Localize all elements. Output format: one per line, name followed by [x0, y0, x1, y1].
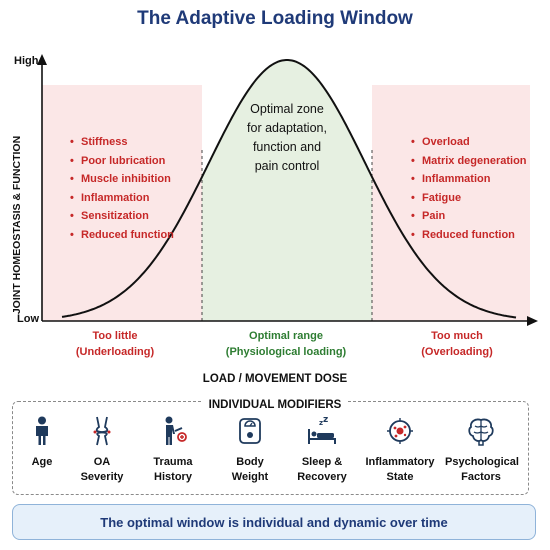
zone-name: Too much [431, 330, 483, 342]
label-line-2: Factors [461, 470, 501, 483]
label-line-1: Body [236, 456, 264, 468]
factor-item: Reduced function [411, 226, 527, 245]
factor-item: Fatigue [411, 189, 527, 208]
label-line-1: Trauma [153, 456, 193, 468]
zone-label-overloading: Too much (Overloading) [392, 328, 522, 360]
brain-icon [468, 418, 494, 446]
modifier-label: Sleep & Recovery [286, 455, 358, 484]
modifier-label: Psychological Factors [445, 455, 519, 484]
diagram-title: The Adaptive Loading Window [137, 8, 413, 29]
factor-item: Reduced function [70, 226, 174, 245]
label-line-2: Severity [80, 470, 124, 483]
factor-item: Inflammation [411, 170, 527, 189]
modifier-body-weight: Body Weight [214, 415, 286, 484]
zone-name: Too little [92, 330, 138, 342]
label-line-2: Weight [231, 470, 269, 483]
y-axis-arrow [37, 54, 47, 65]
factor-item: Stiffness [70, 133, 174, 152]
label-line-2: History [154, 470, 192, 483]
y-axis-title: JOINT HOMEOSTASIS & FUNCTION [5, 130, 29, 320]
label-line-1: Psychological [445, 456, 519, 468]
svg-text:z: z [323, 415, 328, 425]
label-line-1: Inflammatory [365, 456, 435, 468]
factor-item: Muscle inhibition [70, 170, 174, 189]
modifier-label: Trauma History [137, 455, 209, 484]
y-axis-low-label: Low [17, 313, 39, 325]
modifiers-title-text: INDIVIDUAL MODIFIERS [202, 399, 348, 411]
weight-scale-icon [239, 418, 261, 444]
optimal-zone-fill [202, 60, 372, 321]
modifier-age: Age [6, 415, 78, 470]
y-axis-title-text: JOINT HOMEOSTASIS & FUNCTION [11, 135, 23, 315]
modifier-label: OA Severity [66, 455, 138, 484]
zone-subtitle: (Overloading) [421, 346, 493, 358]
modifier-psychological-factors: Psychological Factors [445, 415, 519, 484]
knee-joint-icon [93, 416, 111, 446]
y-axis-high-label: High [14, 55, 39, 67]
svg-text:z: z [319, 419, 323, 427]
optimal-text-line: for adaptation, [247, 121, 327, 135]
zone-subtitle: (Underloading) [75, 346, 155, 358]
factor-item: Poor lubrication [70, 152, 174, 171]
zone-label-underloading: Too little (Underloading) [50, 328, 180, 360]
label-line-1: Age [31, 456, 53, 468]
underloading-factor-list: Stiffness Poor lubrication Muscle inhibi… [70, 133, 174, 245]
optimal-text-line: Optimal zone [250, 102, 324, 116]
overloading-factor-list: Overload Matrix degeneration Inflammatio… [411, 133, 527, 245]
zone-name: Optimal range [249, 330, 323, 342]
zone-label-optimal: Optimal range (Physiological loading) [196, 328, 376, 360]
injured-person-icon [165, 416, 187, 445]
label-line-1: OA [93, 456, 111, 468]
factor-item: Matrix degeneration [411, 152, 527, 171]
factor-item: Overload [411, 133, 527, 152]
optimal-text-line: function and [252, 140, 322, 154]
summary-banner: The optimal window is individual and dyn… [12, 504, 536, 540]
zone-subtitle: (Physiological loading) [225, 346, 347, 358]
factor-item: Pain [411, 207, 527, 226]
person-icon [36, 416, 48, 445]
factor-item: Inflammation [70, 189, 174, 208]
label-line-2: Recovery [297, 470, 347, 483]
modifier-label: Inflammatory State [364, 455, 436, 484]
label-line-2: State [386, 470, 414, 483]
optimal-zone-description: Optimal zone for adaptation, function an… [203, 100, 371, 176]
sleep-bed-icon: z z [308, 415, 336, 444]
factor-item: Sensitization [70, 207, 174, 226]
modifier-oa-severity: OA Severity [66, 415, 138, 484]
inflammation-cell-icon [387, 418, 413, 444]
modifiers-title: INDIVIDUAL MODIFIERS [0, 395, 550, 413]
modifier-inflammatory-state: Inflammatory State [364, 415, 436, 484]
modifier-sleep-recovery: z z Sleep & Recovery [286, 415, 358, 484]
x-axis-title: LOAD / MOVEMENT DOSE [202, 373, 348, 385]
modifier-label: Body Weight [214, 455, 286, 484]
x-axis-arrow [527, 316, 538, 326]
label-line-1: Sleep & [301, 456, 343, 468]
modifier-label: Age [6, 455, 78, 470]
modifier-trauma-history: Trauma History [137, 415, 209, 484]
bell-curve [61, 59, 517, 319]
optimal-text-line: pain control [254, 159, 320, 173]
